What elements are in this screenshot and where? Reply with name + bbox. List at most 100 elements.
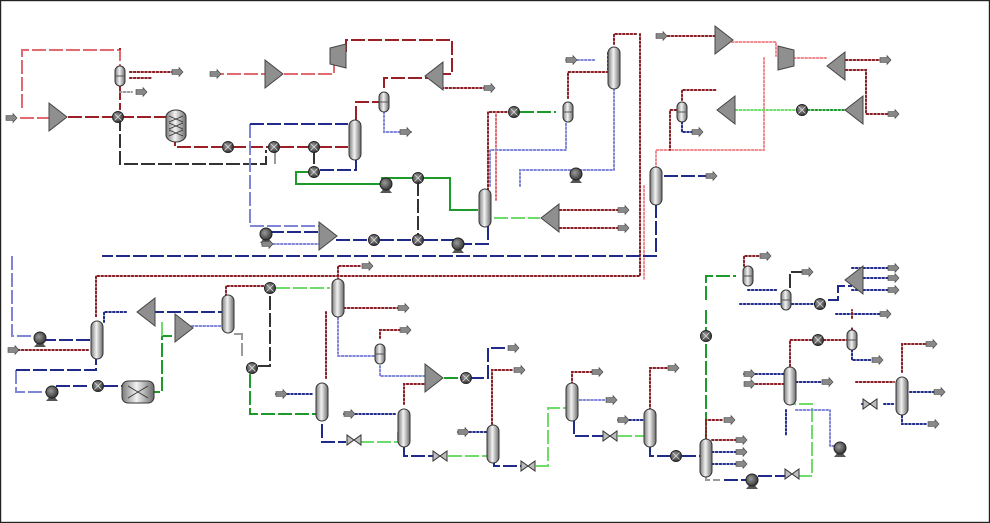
stream-line xyxy=(16,358,97,371)
heat-exchanger-icon xyxy=(508,106,520,118)
stream-arrow-icon xyxy=(617,414,630,426)
valve-body xyxy=(520,460,536,472)
compressor-icon xyxy=(777,45,795,71)
column-body xyxy=(783,366,797,406)
stream-line xyxy=(851,349,873,361)
reactor-icon xyxy=(121,380,155,404)
exchanger-cross xyxy=(114,113,122,121)
stream-arrow-icon xyxy=(513,364,526,376)
distillation-column-icon xyxy=(348,119,362,161)
stream-line xyxy=(489,121,567,187)
distillation-column-icon xyxy=(221,294,235,334)
heat-exchanger-icon xyxy=(308,166,320,178)
heat-exchanger-icon xyxy=(368,234,380,246)
column-body xyxy=(565,382,579,422)
stream-line xyxy=(249,124,322,227)
heat-exchanger-icon xyxy=(796,104,808,116)
pump-casing xyxy=(259,227,273,241)
column-body xyxy=(643,408,657,448)
heat-exchanger-icon xyxy=(814,298,826,310)
tank-packing xyxy=(127,385,149,399)
exchanger-cross xyxy=(224,143,232,151)
stream-line xyxy=(234,333,243,356)
distillation-column-icon xyxy=(331,278,345,318)
exchanger-cross xyxy=(816,300,824,308)
pump-casing xyxy=(45,385,59,399)
exchanger-cross xyxy=(94,382,102,390)
distillation-column-icon xyxy=(486,424,500,464)
exchanger-cross xyxy=(702,332,710,340)
distillation-column-icon xyxy=(895,376,909,416)
stream-arrow-icon xyxy=(879,54,892,66)
stream-line xyxy=(383,77,428,88)
stream-line xyxy=(21,49,121,108)
distillation-column-icon xyxy=(397,408,411,448)
stream-line xyxy=(102,204,657,257)
exchanger-cross xyxy=(370,236,378,244)
heat-exchanger-icon xyxy=(264,282,276,294)
stream-line xyxy=(705,419,725,441)
pump-icon xyxy=(45,385,59,401)
stream-arrow-icon xyxy=(565,54,578,66)
heat-exchanger-icon xyxy=(812,334,824,346)
stream-arrow-icon xyxy=(397,302,410,314)
exchanger-cross xyxy=(266,284,274,292)
stream-arrow-icon xyxy=(617,222,630,234)
turbine-icon xyxy=(716,94,736,126)
turbine-icon xyxy=(826,50,846,82)
pump-casing xyxy=(569,167,583,181)
stream-line xyxy=(487,111,509,191)
stream-line xyxy=(743,255,761,267)
column-body xyxy=(699,438,713,478)
exchanger-cross xyxy=(310,143,318,151)
stream-line xyxy=(828,285,852,301)
compressor-icon xyxy=(48,101,68,133)
turbine-icon xyxy=(540,202,560,234)
stream-arrow-icon xyxy=(591,366,604,378)
pump-casing xyxy=(379,177,393,191)
stream-line xyxy=(249,374,316,415)
stream-arrow-icon xyxy=(723,414,736,426)
valve-icon xyxy=(346,434,362,446)
distillation-column-icon xyxy=(90,320,104,360)
compressor-icon xyxy=(424,362,444,394)
stream-arrow-icon xyxy=(735,446,748,458)
stream-line xyxy=(225,285,265,297)
stream-line xyxy=(573,420,604,437)
stream-line xyxy=(379,329,401,339)
valve-body xyxy=(602,430,618,442)
exchanger-cross xyxy=(414,174,422,182)
stream-arrow-icon xyxy=(655,30,668,42)
stream-line xyxy=(337,317,377,357)
stream-line xyxy=(789,271,802,288)
compressor-icon xyxy=(714,24,734,56)
heat-exchanger-icon xyxy=(412,234,424,246)
stream-arrow-icon xyxy=(801,266,814,278)
stream-line xyxy=(681,121,693,133)
stream-arrow-icon xyxy=(927,418,940,430)
stream-arrow-icon xyxy=(887,262,900,274)
pump-casing xyxy=(833,441,847,455)
heat-exchanger-icon xyxy=(92,380,104,392)
stream-arrow-icon xyxy=(887,284,900,296)
valve-icon xyxy=(784,468,800,480)
stream-line xyxy=(705,275,736,300)
stream-line xyxy=(901,343,927,373)
pump-casing xyxy=(745,473,759,487)
heat-exchanger-icon xyxy=(268,141,280,153)
turbine-icon xyxy=(844,264,864,296)
column-body xyxy=(478,188,492,228)
compressor-icon xyxy=(318,220,338,252)
stream-line xyxy=(790,403,813,477)
stream-line xyxy=(314,158,357,171)
stream-line xyxy=(789,339,813,367)
stream-line xyxy=(458,224,489,245)
stream-arrow-icon xyxy=(361,260,374,272)
stream-line xyxy=(731,41,777,57)
column-body xyxy=(331,278,345,318)
pump-icon xyxy=(569,167,583,183)
flash-drum-icon xyxy=(562,101,574,123)
flash-drum-icon xyxy=(742,265,754,287)
stream-arrow-icon xyxy=(691,126,704,138)
